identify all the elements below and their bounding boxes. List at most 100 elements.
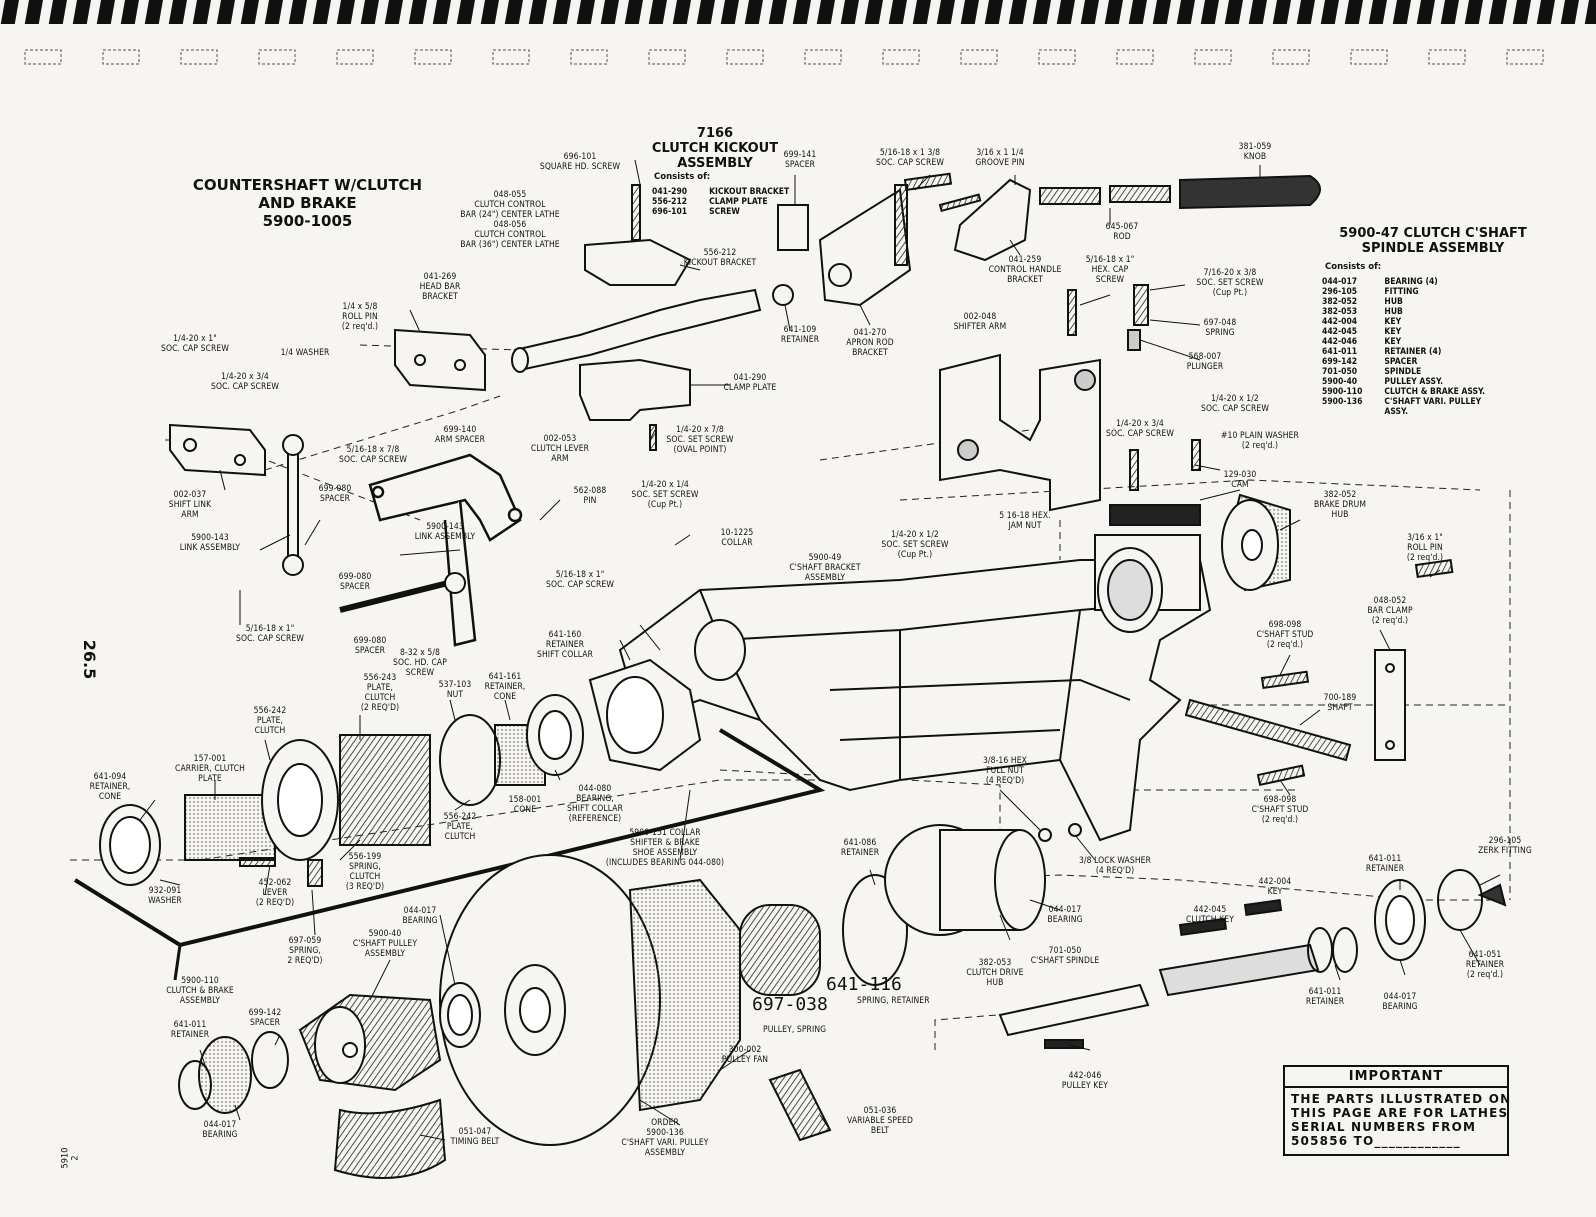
shift-link-arm bbox=[169, 423, 266, 477]
part-label: 044-017 BEARING bbox=[1047, 905, 1083, 925]
part-label: 048-055 CLUTCH CONTROL BAR (24") CENTER … bbox=[460, 190, 560, 250]
binding-hole bbox=[492, 49, 530, 65]
part-label: 5 16-18 HEX. JAM NUT bbox=[999, 511, 1051, 531]
binding-coil bbox=[504, 0, 523, 24]
binding-coil bbox=[288, 0, 307, 24]
part-label: 537-103 NUT bbox=[438, 680, 472, 700]
part-label: 1/4-20 x 1/4 SOC. SET SCREW (Cup Pt.) bbox=[631, 480, 699, 510]
part-label: 1/4-20 x 1/2 SOC. CAP SCREW bbox=[1201, 394, 1269, 414]
binding-coil bbox=[384, 0, 403, 24]
part-label: 158-001 CONE bbox=[508, 795, 542, 815]
part-label: 5900-110 CLUTCH & BRAKE ASSEMBLY bbox=[166, 976, 234, 1006]
part-label: 556-199 SPRING, CLUTCH (3 REQ'D) bbox=[345, 852, 385, 892]
binding-coil bbox=[888, 0, 907, 24]
part-number: 296-105 bbox=[1322, 287, 1358, 297]
part-label: 10-1225 COLLAR bbox=[720, 528, 754, 548]
binding-coil bbox=[360, 0, 379, 24]
part-label: 5/16-18 x 1" HEX. CAP SCREW bbox=[1085, 255, 1135, 285]
binding-coil bbox=[120, 0, 139, 24]
binding-hole bbox=[1428, 49, 1466, 65]
part-label: 002-048 SHIFTER ARM bbox=[953, 312, 1007, 332]
binding-coil bbox=[216, 0, 235, 24]
part-label: 044-017 BEARING bbox=[1382, 992, 1418, 1012]
binding-coil bbox=[576, 0, 595, 24]
binding-coil bbox=[672, 0, 691, 24]
part-label: 129-030 CAM bbox=[1223, 470, 1257, 490]
part-number: 442-045 bbox=[1322, 327, 1358, 337]
part-name: CLAMP PLATE bbox=[709, 197, 768, 207]
part-label: 556-212 KICKOUT BRACKET bbox=[683, 248, 757, 268]
binding-coil bbox=[1080, 0, 1099, 24]
binding-coil bbox=[1392, 0, 1411, 24]
part-label: 645-067 ROD bbox=[1105, 222, 1139, 242]
binding-hole bbox=[336, 49, 374, 65]
part-name: SPINDLE bbox=[1384, 367, 1422, 377]
main-title: COUNTERSHAFT W/CLUTCH AND BRAKE 5900-100… bbox=[192, 176, 423, 230]
page-number: 26.5 bbox=[80, 639, 100, 680]
part-label: 696-101 SQUARE HD. SCREW bbox=[539, 152, 621, 172]
part-label: 699-080 SPACER bbox=[353, 636, 387, 656]
binding-coil bbox=[1056, 0, 1075, 24]
part-label: 452-062 LEVER (2 REQ'D) bbox=[255, 878, 295, 908]
part-label: 1/4-20 x 3/4 SOC. CAP SCREW bbox=[1106, 419, 1174, 439]
binding-coil bbox=[840, 0, 859, 24]
binding-coil bbox=[1224, 0, 1243, 24]
part-label: 700-189 SHAFT bbox=[1323, 693, 1357, 713]
binding-coil bbox=[456, 0, 475, 24]
part-label: 641-011 RETAINER bbox=[1305, 987, 1345, 1007]
part-number: 641-011 bbox=[1322, 347, 1358, 357]
part-name: BEARING (4) bbox=[1384, 277, 1438, 287]
apron-rod-bracket bbox=[772, 184, 912, 307]
binding-coil bbox=[144, 0, 163, 24]
binding-coil bbox=[984, 0, 1003, 24]
binding-coil bbox=[96, 0, 115, 24]
binding-coil bbox=[1512, 0, 1531, 24]
kickout-consists-label: Consists of: bbox=[654, 172, 711, 182]
binding-coil bbox=[1416, 0, 1435, 24]
binding-coil bbox=[768, 0, 787, 24]
part-number: 5900-110 bbox=[1322, 387, 1363, 397]
part-label: 556-242 PLATE, CLUTCH bbox=[253, 706, 287, 736]
footer-code: 5910 2 bbox=[60, 1147, 81, 1169]
binding-hole bbox=[414, 49, 452, 65]
part-label: 041-269 HEAD BAR BRACKET bbox=[419, 272, 461, 302]
handwritten-part-641-116: 641-116 bbox=[826, 974, 902, 995]
binding-coil bbox=[1008, 0, 1027, 24]
binding-coil bbox=[0, 0, 19, 24]
binding-coil bbox=[1344, 0, 1363, 24]
binding-hole bbox=[960, 49, 998, 65]
important-notice: IMPORTANT THE PARTS ILLUSTRATED ON THIS … bbox=[1283, 1065, 1510, 1156]
part-label: 699-140 ARM SPACER bbox=[434, 425, 486, 445]
part-label: 5900-151 COLLAR SHIFTER & BRAKE SHOE ASS… bbox=[605, 828, 725, 868]
binding-coil bbox=[1176, 0, 1195, 24]
clutch-brake-outline bbox=[73, 728, 826, 948]
part-label: 698-098 C'SHAFT STUD (2 req'd.) bbox=[1251, 795, 1309, 825]
part-label: 1/4 x 5/8 ROLL PIN (2 req'd.) bbox=[341, 302, 379, 332]
part-label: 157-001 CARRIER, CLUTCH PLATE bbox=[175, 754, 245, 784]
part-label: 697-048 SPRING bbox=[1203, 318, 1237, 338]
part-number: 5900-40 bbox=[1322, 377, 1358, 387]
binding-hole bbox=[180, 49, 218, 65]
binding-coil bbox=[1032, 0, 1051, 24]
part-name: KICKOUT BRACKET bbox=[709, 187, 790, 197]
binding-hole bbox=[570, 49, 608, 65]
kickout-parts bbox=[579, 184, 692, 451]
binding-coil bbox=[240, 0, 259, 24]
part-label: 5900-143 LINK ASSEMBLY bbox=[179, 533, 241, 553]
binding-hole bbox=[882, 49, 920, 65]
part-name: SCREW bbox=[709, 207, 740, 217]
binding-hole bbox=[24, 49, 62, 65]
binding-coil bbox=[1320, 0, 1339, 24]
binding-coil bbox=[48, 0, 67, 24]
part-label: 5/16-18 x 1 3/8 SOC. CAP SCREW bbox=[876, 148, 944, 168]
part-label: 5/16-18 x 1" SOC. CAP SCREW bbox=[236, 624, 304, 644]
